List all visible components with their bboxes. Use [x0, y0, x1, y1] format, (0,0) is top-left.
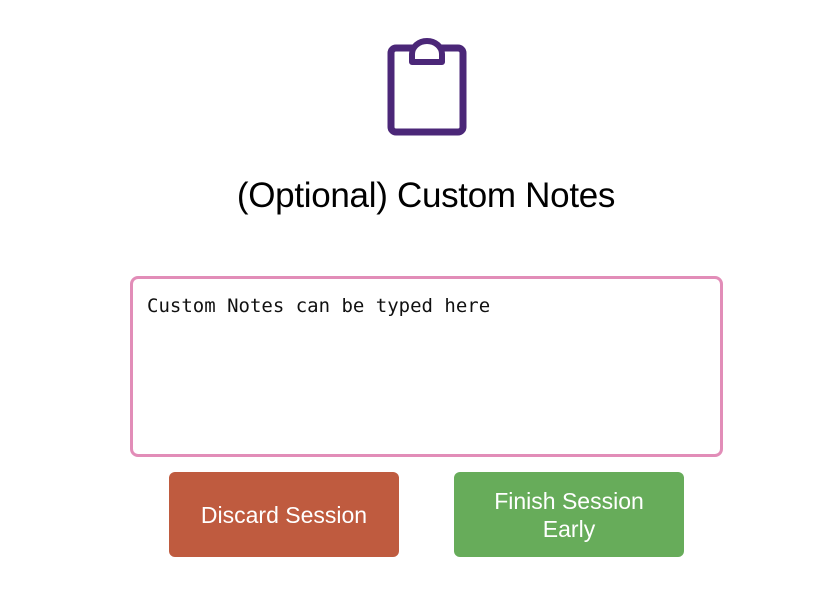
page-title: (Optional) Custom Notes: [236, 176, 616, 215]
finish-session-early-button[interactable]: Finish Session Early: [454, 472, 684, 557]
clipboard-icon: [385, 38, 469, 136]
custom-notes-input[interactable]: [130, 276, 723, 457]
discard-session-button[interactable]: Discard Session: [169, 472, 399, 557]
